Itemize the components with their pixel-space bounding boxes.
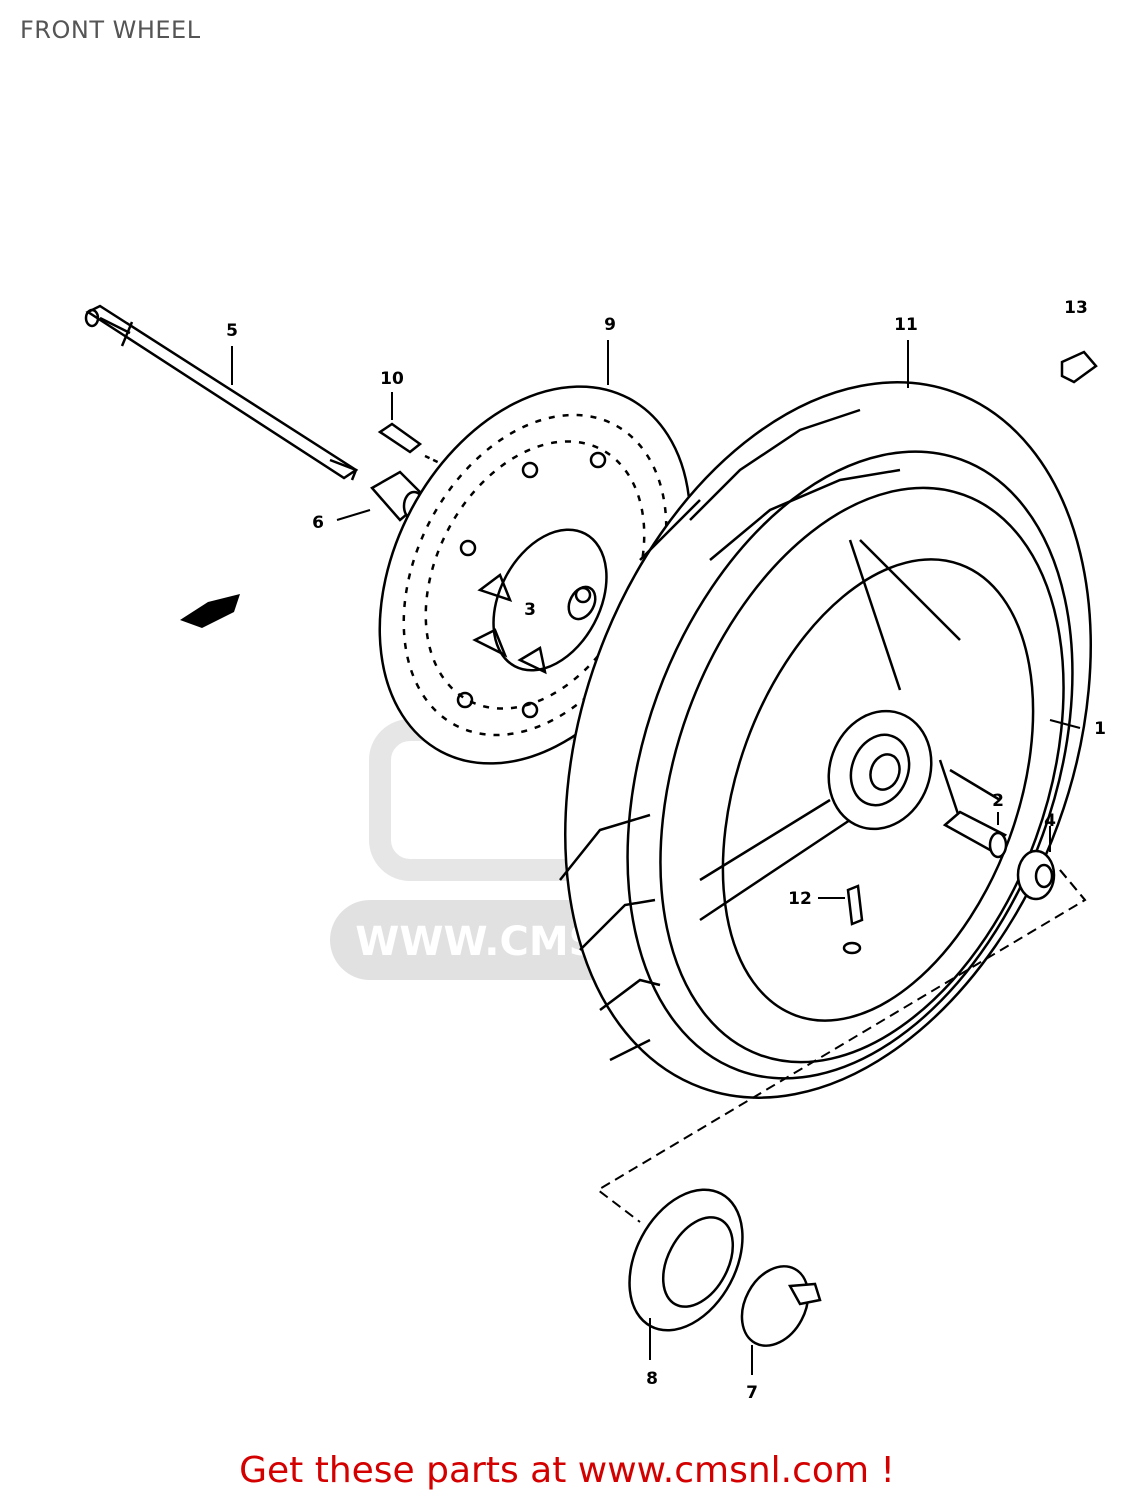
- bolt-10: [377, 422, 447, 468]
- balancer-13: [1060, 350, 1098, 384]
- speedometer-gearbox-7: [740, 1265, 822, 1347]
- callout-12: 12: [788, 889, 812, 909]
- callout-2: 2: [992, 791, 1004, 811]
- callout-10: 10: [380, 369, 404, 389]
- wheel-assembly: [559, 381, 1092, 1099]
- spacer-2: [942, 810, 1008, 859]
- callout-11: 11: [894, 315, 918, 335]
- callout-1: 1: [1094, 719, 1106, 739]
- callouts: 1 2 3 4 5 6 7 8 9 10 11 12 13: [226, 298, 1106, 1403]
- callout-3: 3: [524, 600, 536, 620]
- parts-diagram: WWW.CMSNL.COM: [84, 298, 1106, 1403]
- axle: [84, 304, 359, 481]
- callout-9: 9: [604, 315, 616, 335]
- dust-seal-8: [628, 1188, 744, 1332]
- callout-7: 7: [746, 1383, 758, 1403]
- cmsnl-parts-link[interactable]: Get these parts at www.cmsnl.com !: [239, 1450, 895, 1491]
- collar-4: [1016, 849, 1056, 901]
- page-title: FRONT WHEEL: [20, 16, 201, 44]
- callout-6: 6: [312, 513, 324, 533]
- callout-4: 4: [1044, 811, 1056, 831]
- callout-13: 13: [1064, 298, 1088, 318]
- callout-5: 5: [226, 321, 238, 341]
- leader-lines: [231, 340, 1081, 1375]
- assembly-lines: [596, 869, 1087, 1223]
- callout-8: 8: [646, 1369, 658, 1389]
- front-arrow-icon: [180, 594, 240, 628]
